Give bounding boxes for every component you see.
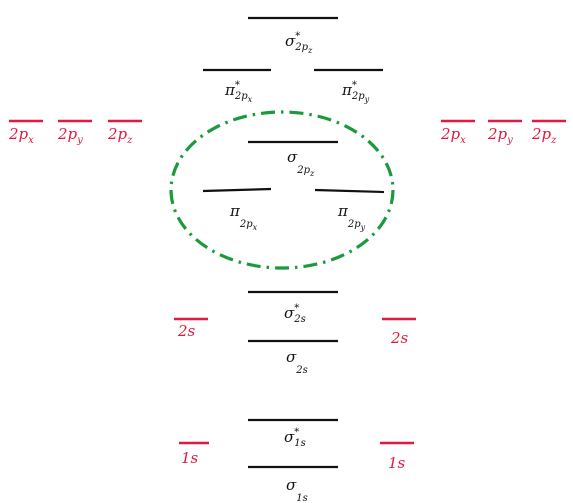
mo-sigma-1s: σ1s (248, 465, 338, 503)
ao-left-2s: 2s (174, 317, 208, 340)
mo-symbol: σ (286, 348, 297, 366)
mo-subscript: 2p (351, 91, 365, 102)
ao-label: 2py (487, 125, 513, 146)
mo-star: * (295, 31, 300, 42)
mo-star: * (294, 303, 299, 314)
mo-subsubscript: z (307, 46, 313, 55)
ao-main: 2p (531, 125, 552, 143)
ao-label: 2px (8, 125, 34, 146)
ao-subscript: x (460, 135, 466, 146)
mo-label: σ2pz (287, 148, 315, 178)
ao-label: 2pz (531, 125, 557, 146)
mo-sigma-star-2pz: σ*2pz (248, 16, 338, 55)
mo-pi-star-2py: π*2py (314, 68, 383, 104)
mo-sigma-2pz: σ2pz (248, 140, 338, 178)
ao-main: 2p (440, 125, 461, 143)
ao-main: 2p (487, 125, 508, 143)
ao-main: 2p (8, 125, 29, 143)
mo-level-line (314, 188, 385, 194)
mo-pi-2px: π2px (202, 187, 272, 232)
ao-main: 1s (181, 449, 199, 467)
mo-star: * (352, 80, 357, 91)
mo-symbol: σ (284, 428, 295, 446)
ao-label: 2s (390, 329, 409, 347)
mo-sigma-star-1s: σ*1s (248, 418, 338, 449)
mo-symbol: σ (285, 32, 296, 50)
mo-sigma-2s: σ2s (248, 339, 338, 376)
mo-label: π*2px (224, 80, 253, 104)
mo-symbol: σ (284, 304, 295, 322)
ao-right-2px: 2px (440, 119, 475, 146)
mo-symbol: π (337, 202, 349, 220)
ao-main: 1s (388, 454, 406, 472)
ao-subscript: y (76, 135, 83, 146)
mo-symbol: π (229, 202, 241, 220)
highlight-ellipse (169, 110, 395, 270)
ao-main: 2s (177, 322, 196, 340)
mo-symbol: σ (287, 148, 298, 166)
mo-level-line (202, 187, 272, 193)
mo-label: σ*2s (284, 303, 306, 325)
mo-subscript: 2p (239, 219, 253, 230)
mo-pi-star-2px: π*2px (203, 68, 271, 104)
ao-subscript: z (126, 135, 133, 146)
mo-subscript: 2p (347, 219, 361, 230)
mo-subsubscript: y (364, 95, 370, 104)
ao-subscript: y (506, 135, 513, 146)
ao-subscript: z (550, 135, 557, 146)
ao-right-1s: 1s (380, 441, 414, 472)
ao-label: 2py (57, 125, 83, 146)
mo-subscript: 2p (296, 165, 310, 176)
mo-subscript: 2s (293, 314, 306, 325)
mo-subsubscript: x (248, 95, 253, 104)
mo-symbol: σ (286, 476, 297, 494)
mo-label: σ1s (286, 476, 308, 503)
mo-star: * (294, 427, 299, 438)
ao-left-2pz: 2pz (107, 119, 142, 146)
mo-subscript: 2p (294, 42, 308, 53)
mo-label: π2py (337, 202, 366, 232)
mo-subsubscript: z (309, 169, 315, 178)
ao-left-1s: 1s (179, 441, 209, 467)
ao-label: 1s (388, 454, 406, 472)
mo-label: σ*1s (284, 427, 306, 449)
ao-label: 1s (181, 449, 199, 467)
mo-subscript: 2s (295, 365, 308, 376)
mo-subsubscript: x (253, 223, 258, 232)
mo-label: π2px (229, 202, 258, 232)
ao-label: 2s (177, 322, 196, 340)
ao-subscript: x (28, 135, 34, 146)
mo-symbol: π (341, 81, 353, 99)
mo-subscript: 1s (294, 438, 306, 449)
ao-right-2pz: 2pz (531, 119, 566, 146)
mo-label: σ2s (286, 348, 308, 376)
ao-main: 2p (57, 125, 78, 143)
mo-sigma-star-2s: σ*2s (248, 290, 338, 325)
mo-label: σ*2pz (285, 31, 313, 55)
mo-subscript: 2p (234, 91, 248, 102)
mo-pi-2py: π2py (314, 188, 385, 232)
mo-label: π*2py (341, 80, 370, 104)
ao-left-2py: 2py (57, 119, 92, 146)
ao-main: 2p (107, 125, 128, 143)
ao-label: 2px (440, 125, 466, 146)
mo-symbol: π (224, 81, 236, 99)
mo-subscript: 1s (296, 493, 308, 503)
ao-label: 2pz (107, 125, 133, 146)
ao-right-2s: 2s (382, 317, 416, 347)
ao-right-2py: 2py (487, 119, 522, 146)
ao-main: 2s (390, 329, 409, 347)
mo-star: * (235, 80, 240, 91)
ao-left-2px: 2px (8, 119, 43, 146)
mo-subsubscript: y (360, 223, 366, 232)
